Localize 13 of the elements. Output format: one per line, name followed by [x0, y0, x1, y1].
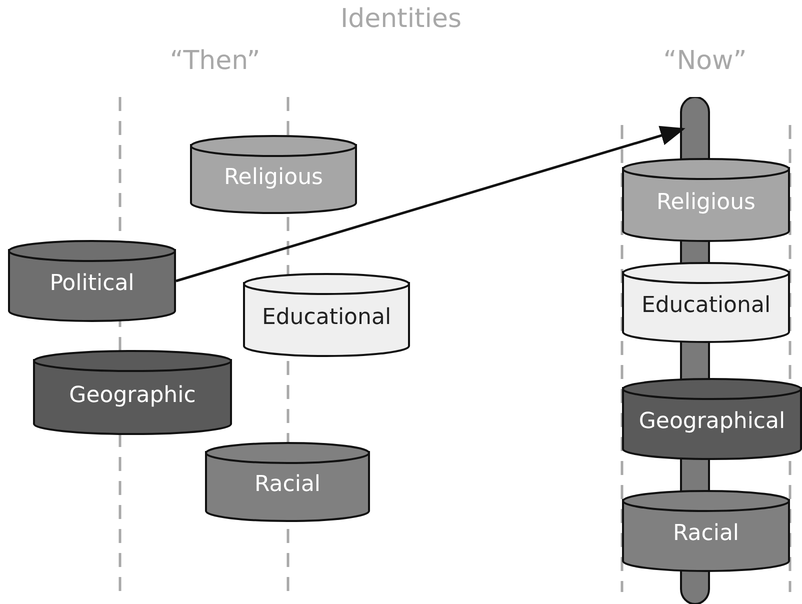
- node-label: Racial: [672, 521, 740, 546]
- node-label: Religious: [656, 190, 756, 215]
- node-label: Educational: [640, 292, 772, 318]
- node-label: Racial: [253, 472, 322, 497]
- column-heading: “Then”: [170, 46, 260, 76]
- node-label: Educational: [260, 305, 392, 330]
- node-label: Geographic: [68, 382, 197, 408]
- node-label: Geographical: [638, 409, 786, 434]
- node-label: Political: [48, 271, 136, 296]
- arrow: [176, 126, 686, 282]
- node-label: Religious: [223, 164, 324, 190]
- diagram-title: Identities: [340, 4, 462, 34]
- column-heading: “Now”: [663, 46, 747, 76]
